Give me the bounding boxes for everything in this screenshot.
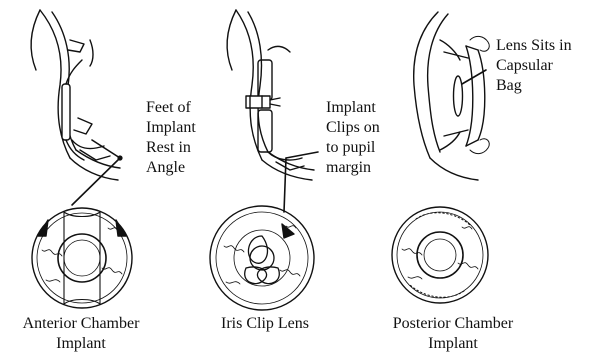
posterior-chamber-side-view — [414, 12, 490, 180]
posterior-leader-line — [462, 70, 486, 84]
iris-clip-leader-lines — [284, 152, 318, 212]
posterior-callout-label: Lens Sits in Capsular Bag — [496, 36, 572, 96]
posterior-caption: Posterior Chamber Implant — [362, 314, 544, 354]
iris-clip-caption: Iris Clip Lens — [200, 314, 330, 334]
iris-clip-callout-label: Implant Clips on to pupil margin — [326, 98, 380, 178]
anterior-callout-label: Feet of Implant Rest in Angle — [146, 98, 196, 178]
anterior-chamber-side-view — [31, 10, 120, 180]
iris-clip-front-view — [210, 206, 314, 310]
posterior-chamber-front-view — [392, 207, 488, 303]
anterior-caption: Anterior Chamber Implant — [0, 314, 162, 354]
anterior-chamber-front-view — [32, 208, 132, 308]
